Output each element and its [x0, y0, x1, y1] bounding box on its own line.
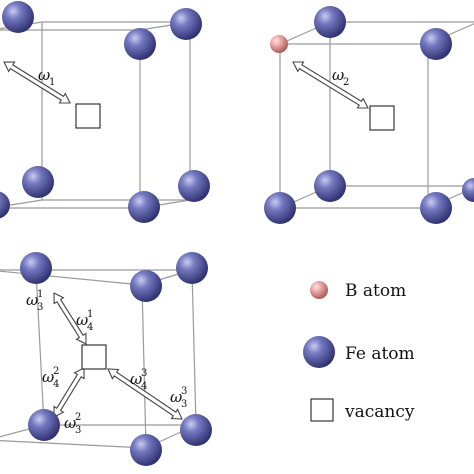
jump-label-omega-3-2: ω3 2: [64, 412, 81, 436]
legend-b-atom-label: B atom: [345, 281, 406, 301]
jump-label-omega-4-1: ω4 1: [76, 309, 93, 333]
arrow-omega-4-3: [107, 368, 183, 420]
svg-text:1: 1: [37, 289, 43, 300]
cube-1-fe-atom: [170, 8, 202, 40]
cube-3-fe-atom: [130, 270, 162, 302]
cube-3-fe-atom: [176, 252, 208, 284]
svg-text:ω: ω: [42, 368, 54, 386]
cube-1-fe-atom: [128, 191, 160, 223]
cube-3-fe-atom: [180, 414, 212, 446]
cube-1-fe-atom: [2, 1, 34, 33]
cube-3-fe-atom: [20, 252, 52, 284]
legend-b-atom-icon: [310, 281, 328, 299]
cube-2-fe-atom: [420, 28, 452, 60]
cube-2-fe-atom: [462, 178, 474, 202]
svg-text:ω: ω: [332, 66, 344, 84]
cube-2-fe-atom: [420, 192, 452, 224]
jump-label-omega-4-3: ω4 3: [130, 368, 147, 392]
legend-vacancy-icon: [310, 398, 334, 422]
svg-text:ω: ω: [26, 291, 38, 309]
cube-3-edge-7: [0, 440, 147, 449]
cube-3-edge-10: [191, 269, 197, 426]
legend-fe-atom-label: Fe atom: [345, 344, 415, 364]
svg-text:4: 4: [87, 322, 93, 333]
vacancy-site-1: [75, 103, 101, 129]
cube-1-fe-atom: [0, 191, 10, 219]
svg-text:ω: ω: [170, 388, 182, 406]
cube-2-fe-atom: [264, 192, 296, 224]
cube-1-fe-atom: [124, 28, 156, 60]
svg-text:2: 2: [343, 77, 349, 88]
arrow-omega-1: [3, 61, 71, 104]
cube-3-fe-atom: [130, 434, 162, 466]
cube-1-fe-atom: [22, 166, 54, 198]
jump-label-omega-4-2: ω4 2: [42, 366, 59, 390]
jump-label-omega-1: ω1: [38, 66, 55, 88]
svg-text:1: 1: [49, 77, 55, 88]
svg-text:ω: ω: [76, 311, 88, 329]
arrow-omega-2: [292, 61, 369, 109]
cube-3-fe-atom: [28, 409, 60, 441]
cube-3-edge-9: [35, 269, 45, 426]
svg-text:ω: ω: [130, 370, 142, 388]
svg-text:4: 4: [141, 381, 147, 392]
vacancy-site-3: [81, 344, 107, 370]
svg-text:1: 1: [87, 309, 93, 320]
cube-2-fe-atom: [314, 6, 346, 38]
vacancy-site-2: [369, 105, 395, 131]
cube-1-fe-atom: [178, 170, 210, 202]
cube-2-b-atom: [270, 35, 288, 53]
svg-text:3: 3: [75, 425, 81, 436]
svg-text:ω: ω: [64, 414, 76, 432]
svg-text:3: 3: [37, 302, 43, 313]
svg-text:2: 2: [53, 366, 59, 377]
cube-3-edge-11: [141, 284, 147, 449]
svg-text:ω: ω: [38, 66, 50, 84]
svg-text:3: 3: [141, 368, 147, 379]
jump-label-omega-2: ω2: [332, 66, 349, 88]
svg-text:4: 4: [53, 379, 59, 390]
svg-text:2: 2: [75, 412, 81, 423]
legend-fe-atom-icon: [303, 336, 335, 368]
cube-3-edge-3: [0, 270, 143, 286]
svg-text:3: 3: [181, 399, 187, 410]
svg-text:3: 3: [181, 386, 187, 397]
legend-vacancy-label: vacancy: [344, 402, 415, 422]
cube-2-fe-atom: [314, 170, 346, 202]
arrow-omega-4-1: [53, 292, 87, 345]
jump-label-omega-3-3: ω3 3: [170, 386, 187, 410]
jump-label-omega-3-1: ω3 1: [26, 289, 43, 313]
